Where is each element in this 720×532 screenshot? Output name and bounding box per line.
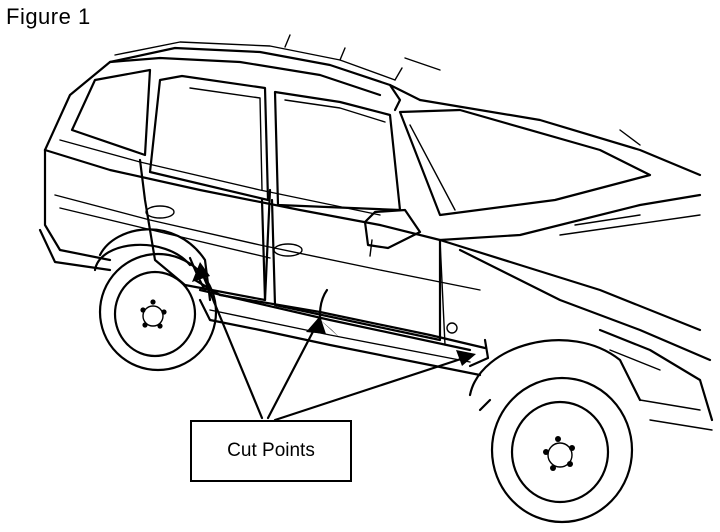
hood-and-front	[438, 193, 714, 431]
cut-points-callout-label: Cut Points	[190, 420, 352, 482]
rear-quarter-window	[70, 68, 152, 157]
side-mirror	[363, 208, 422, 257]
rear-door-window	[148, 74, 270, 202]
rear-door-handle	[145, 205, 175, 219]
leader-line-middle	[266, 320, 320, 420]
figure-title: Figure 1	[6, 4, 91, 29]
leader-line-front	[273, 354, 472, 422]
vehicle-body-outline	[38, 34, 702, 377]
front-door-window	[273, 90, 402, 212]
leader-line-rear	[198, 266, 264, 420]
front-door-panel	[270, 198, 446, 346]
front-wheel	[468, 339, 642, 524]
windshield	[398, 108, 652, 217]
rear-door-panel	[138, 158, 272, 302]
arrowhead-middle-cut-point	[306, 316, 326, 334]
arrowhead-middle-tail	[318, 318, 340, 338]
arrowhead-rear-cut-point	[192, 262, 210, 282]
front-door-handle	[273, 243, 303, 257]
rear-wheel	[93, 228, 218, 372]
cut-point-arrows	[192, 262, 476, 422]
arrowhead-front-cut-point	[456, 350, 476, 366]
